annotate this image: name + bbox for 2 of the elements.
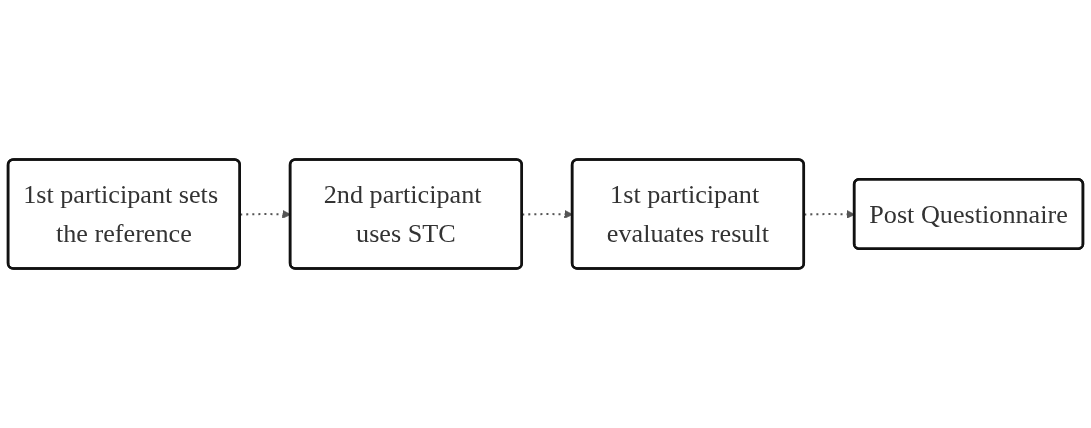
arrow	[522, 209, 573, 219]
arrow	[240, 209, 291, 219]
